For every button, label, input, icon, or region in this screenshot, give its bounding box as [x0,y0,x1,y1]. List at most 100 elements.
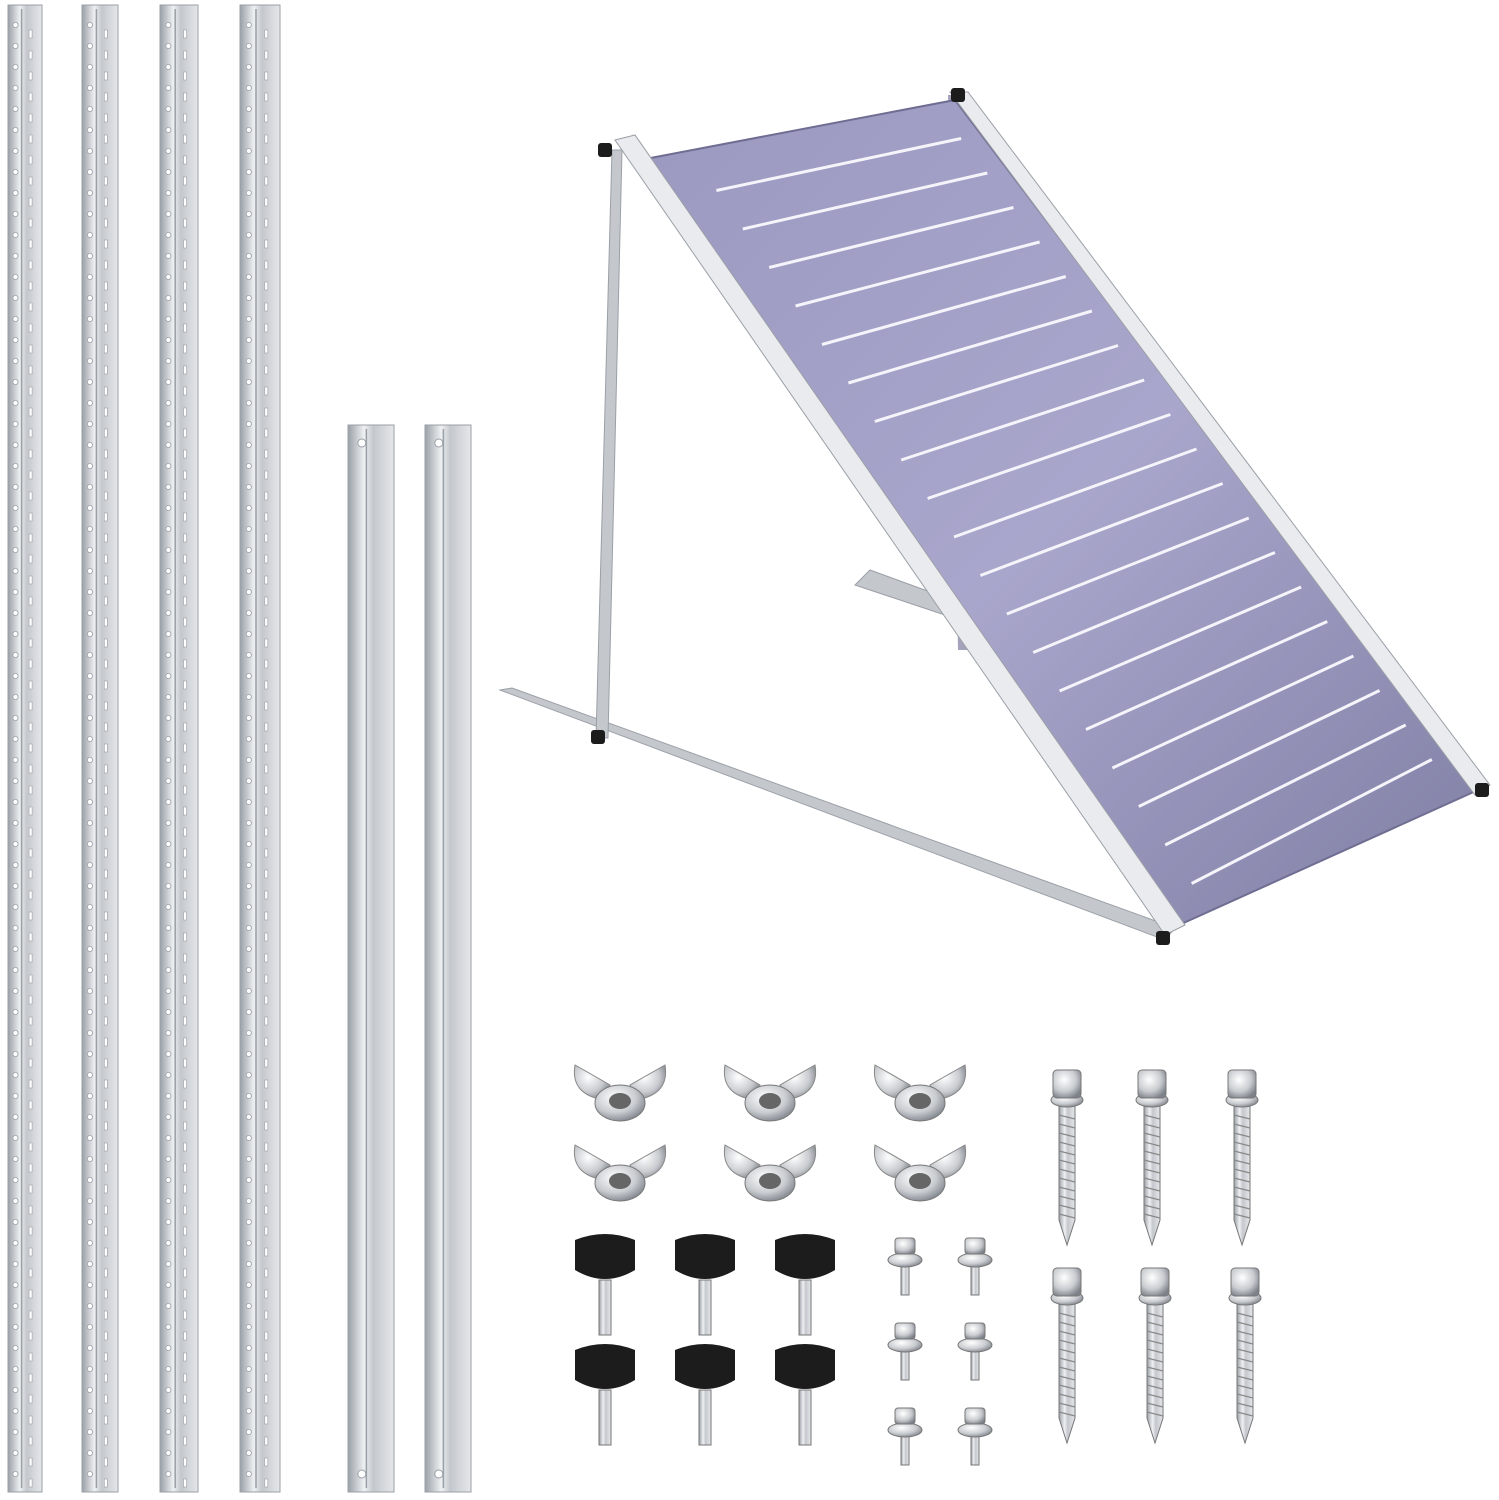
rail-hole [245,1366,252,1373]
rail-slot [264,827,269,837]
rail-slot [264,71,269,81]
rail-hole [165,483,172,490]
rail-hole [86,757,93,764]
rail-slot [104,512,108,522]
rail-slot [28,1058,33,1068]
rail-hole [12,1324,19,1331]
rail-slot [264,533,269,543]
cell-line [1111,654,1355,770]
rail-slot [183,113,187,123]
rail-slot [28,449,33,459]
rail-hole [86,85,93,92]
rail-hole [245,168,252,175]
rail-slot [28,323,33,333]
rail-hole [12,610,19,617]
rail-slot [28,470,33,480]
rail-slot [28,953,33,963]
rail-slot [28,554,33,564]
rail-hole [12,1429,19,1436]
rail-hole [86,526,93,533]
rail-hole [165,462,172,469]
rail-slot [104,239,108,249]
self-drilling-screw [1050,1267,1084,1445]
rail-hole [245,462,252,469]
rail-hole [86,21,93,28]
rail-hole [165,315,172,322]
rail-slot [28,407,33,417]
rail-slot [264,701,269,711]
rail-slot [183,1058,187,1068]
rail-hole [245,420,252,427]
rail-hole [12,589,19,596]
rail-hole [434,438,444,448]
rail-slot [264,29,269,39]
frame-knob [1156,931,1170,945]
rail-slot [104,911,108,921]
rail-hole [86,1114,93,1121]
rail-slot [264,323,269,333]
rail-hole [165,547,172,554]
rail-slot [28,1184,33,1194]
rail-slot [264,302,269,312]
rail-hole [245,673,252,680]
rail-slot [104,1016,108,1026]
rail-slot [28,743,33,753]
rail-slot [183,617,187,627]
rail-hole [86,483,93,490]
rail-hole [12,273,19,280]
rail-slot [183,1352,187,1362]
rail-hole [86,1324,93,1331]
rail-hole [86,1093,93,1100]
rail-hole [12,988,19,995]
rail-slot [264,869,269,879]
rail-slot [104,722,108,732]
rail-hole [86,1408,93,1415]
rail-hole [165,1387,172,1394]
rail-hole [245,1345,252,1352]
rail-slot [28,1331,33,1341]
rail-slot [264,806,269,816]
rail-hole [165,1429,172,1436]
rail-hole [245,336,252,343]
rail-slot [264,1310,269,1320]
rail-slot [183,239,187,249]
rail-hole [12,967,19,974]
rail-slot [183,29,187,39]
rail-hole [245,1387,252,1394]
rail-slot [104,1142,108,1152]
angle-rail [239,4,281,1493]
rail-hole [245,967,252,974]
rail-slot [28,1037,33,1047]
rail-hole [12,483,19,490]
angle-rail [81,4,119,1493]
rail-hole [86,631,93,638]
rail-hole [12,1009,19,1016]
rail-hole [245,862,252,869]
rail-slot [183,1331,187,1341]
rail-hole [165,1219,172,1226]
rail-slot [264,1142,269,1152]
rail-hole [165,1093,172,1100]
rail-hole [86,1177,93,1184]
rails-group [7,4,472,1493]
rail-hole [165,1198,172,1205]
rail-slot [104,1100,108,1110]
rail-slot [183,1268,187,1278]
rail-slot [28,1205,33,1215]
rail-hole [165,336,172,343]
angle-rail [159,4,199,1493]
rail-hole [12,862,19,869]
rail-slot [183,806,187,816]
rail-hole [86,778,93,785]
rail-hole [86,147,93,154]
rail-hole [165,1051,172,1058]
rail-slot [28,512,33,522]
frame-knob [1475,783,1489,797]
rail-slot [104,470,108,480]
rail-slot [104,1226,108,1236]
rail-hole [12,1198,19,1205]
rail-hole [12,43,19,50]
rail-slot [28,1436,33,1446]
rail-hole [245,1114,252,1121]
rail-slot [28,134,33,144]
